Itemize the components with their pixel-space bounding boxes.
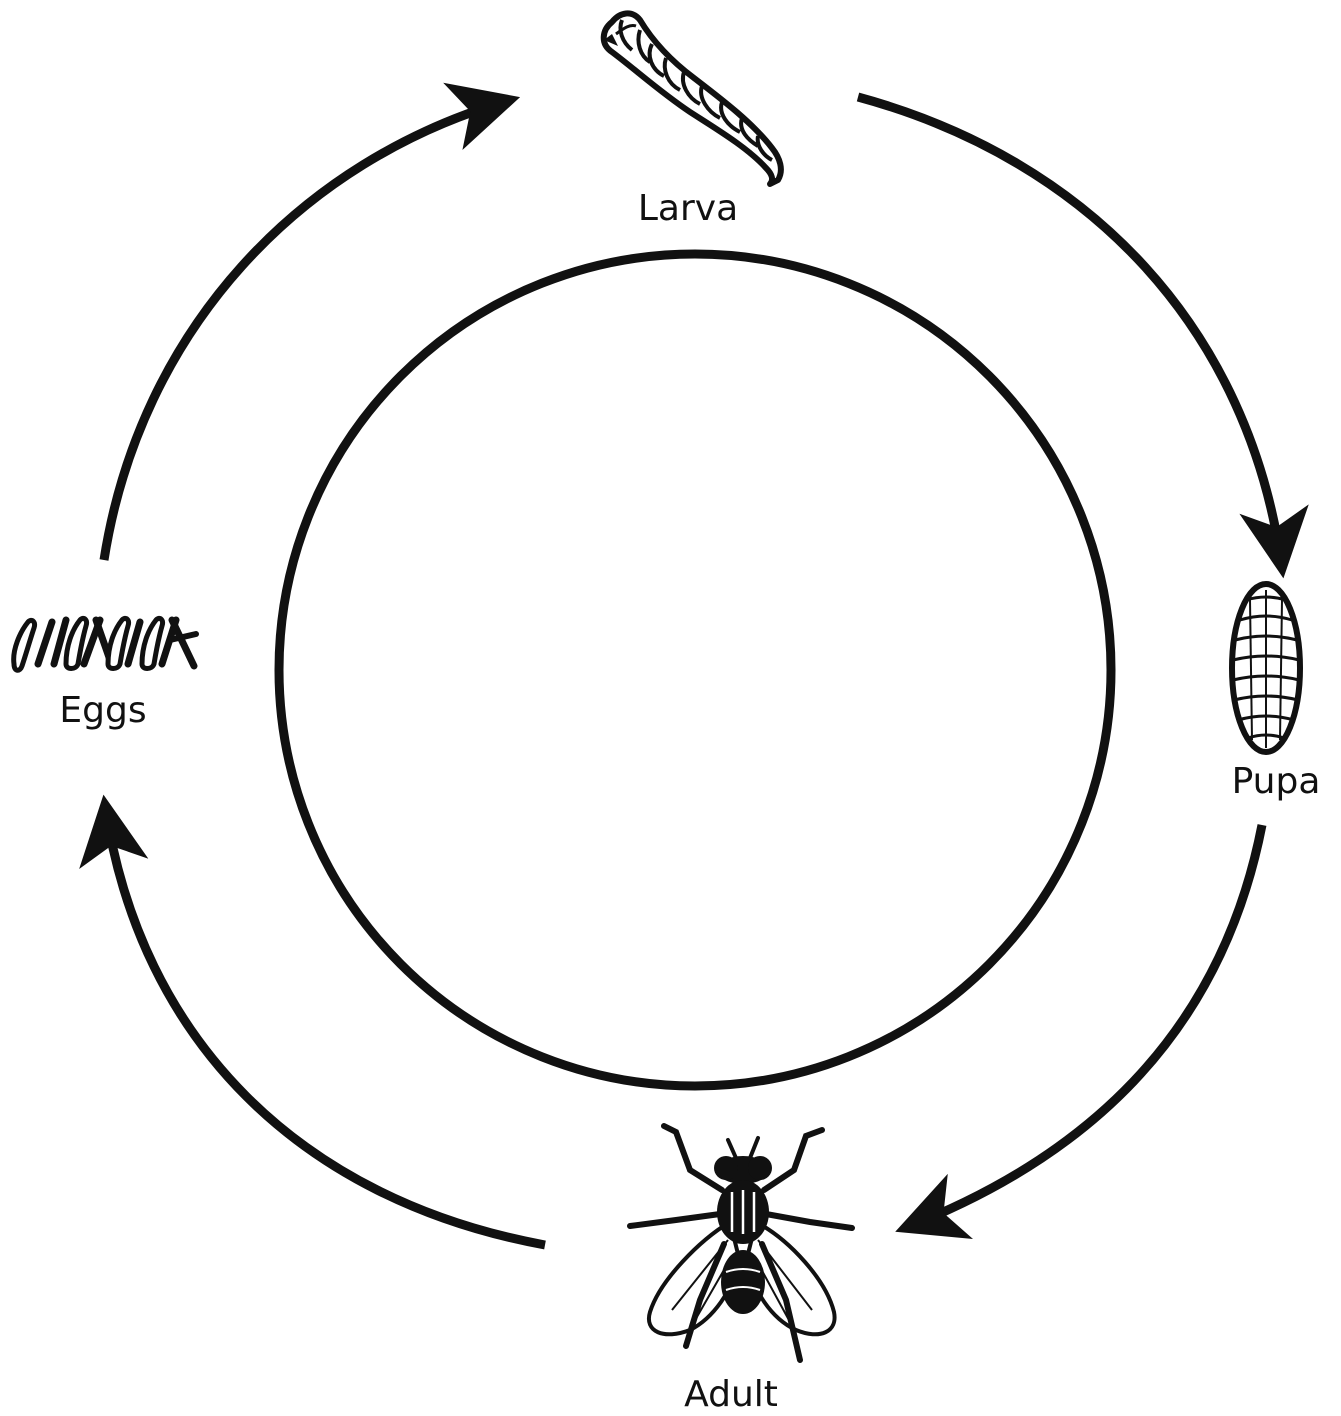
pupa-icon <box>1232 584 1300 752</box>
stage-label-larva: Larva <box>638 188 738 229</box>
eggs-icon <box>14 618 196 670</box>
stage-label-pupa: Pupa <box>1232 761 1321 802</box>
fly-icon <box>630 1126 852 1360</box>
stage-label-eggs: Eggs <box>59 690 146 731</box>
stage-label-adult: Adult <box>684 1374 778 1415</box>
larva-icon <box>604 13 781 184</box>
center-circle <box>279 254 1111 1086</box>
arrow-pupa-to-adult <box>905 825 1262 1228</box>
